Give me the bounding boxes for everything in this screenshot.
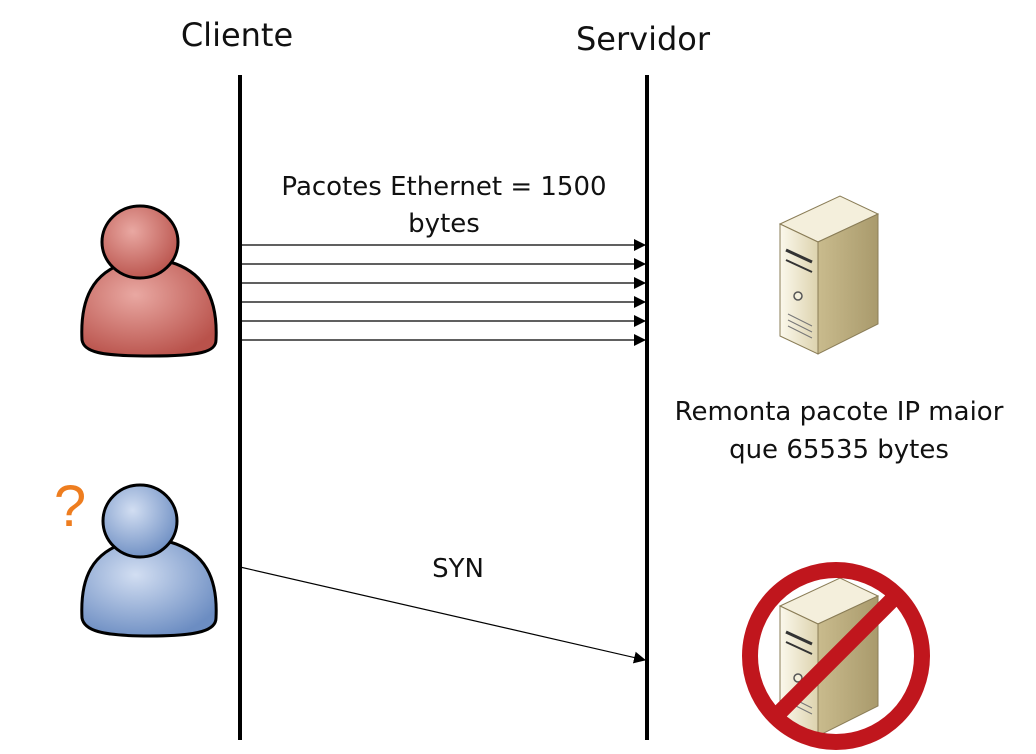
fragment-arrows (241, 239, 646, 346)
server-actor-label: Servidor (575, 20, 711, 58)
syn-arrow (239, 566, 646, 664)
user-red-icon (80, 204, 218, 358)
server-note-line1: Remonta pacote IP maior (674, 397, 1004, 427)
prohibition-sign (742, 562, 930, 750)
fragments-label-line1: Pacotes Ethernet = 1500 (281, 172, 607, 202)
fragments-label-line2: bytes (408, 209, 480, 239)
syn-label: SYN (432, 554, 484, 584)
client-actor-label: Cliente (180, 16, 294, 54)
question-mark: ? (54, 474, 86, 539)
server-note-line2: que 65535 bytes (729, 435, 949, 465)
server-icon (778, 195, 880, 355)
user-blue-icon (80, 483, 218, 638)
blocked-server-icon (742, 562, 930, 750)
